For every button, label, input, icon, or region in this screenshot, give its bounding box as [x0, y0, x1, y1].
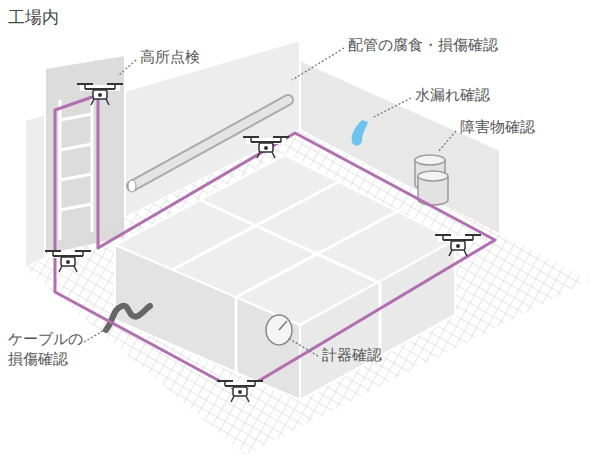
drone-icon	[45, 251, 91, 272]
page-title: 工場内	[8, 6, 59, 28]
callout-label: 配管の腐食・損傷確認	[348, 36, 498, 56]
callout-label: 高所点検	[140, 48, 200, 68]
drone-icon	[435, 235, 481, 256]
ladder	[60, 95, 92, 240]
drones	[45, 84, 481, 402]
floor-grid	[25, 130, 590, 455]
barrels	[415, 155, 448, 205]
callout-label: 計器確認	[322, 346, 382, 366]
leader-lines	[84, 48, 456, 356]
callout-label: ケーブルの 損傷確認	[8, 330, 88, 369]
callout-label: 障害物確認	[460, 118, 535, 138]
cable	[106, 306, 150, 330]
callout-label: 水漏れ確認	[415, 86, 490, 106]
drone-icon	[243, 137, 289, 158]
drone-icon	[77, 84, 123, 105]
water-drop	[352, 120, 368, 146]
drone-icon	[217, 381, 263, 402]
gauge	[266, 315, 292, 345]
flight-route	[55, 95, 495, 392]
